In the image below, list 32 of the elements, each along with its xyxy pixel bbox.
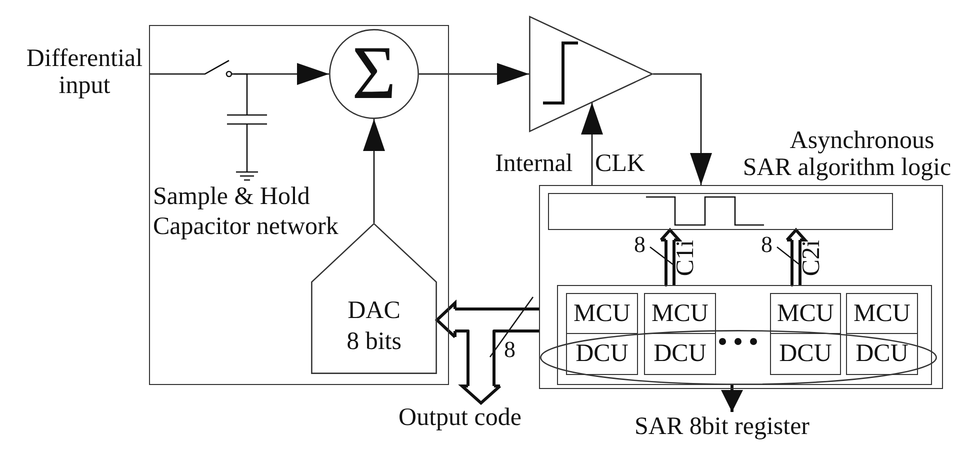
wire [234,73,248,112]
edge-label: Internal CLK [495,150,645,178]
dcu-block: DCU [770,333,841,375]
summing-junction: Σ [329,29,419,119]
sample-hold-block [149,25,449,385]
register-label: SAR 8bit register [630,412,814,442]
arrow [363,119,385,223]
mcu-block: MCU [644,293,716,334]
pulse-bar [548,193,893,230]
switch-symbol [203,59,234,78]
arrow [419,63,529,85]
mcu-block: MCU [846,293,918,334]
arrow [721,385,743,412]
output-label: Output code [390,403,530,433]
comparator-symbol [529,16,653,132]
signal-label: C1i [677,240,695,276]
wire [150,73,203,75]
arrow [581,102,603,185]
mcu-block: MCU [566,293,638,334]
capacitor-symbol [224,112,270,182]
dcu-block: DCU [846,333,918,375]
input-label: Differential input [19,45,150,101]
dcu-block: DCU [566,333,638,375]
dcu-block: DCU [644,333,716,375]
arrow [653,73,712,185]
mcu-block: MCU [770,293,841,334]
grouping-ellipse [540,330,937,385]
bus-width-label: 8 [634,233,646,256]
bus-width-label: 8 [504,338,516,361]
bus-width-label: 8 [761,233,772,256]
block-title: Asynchronous SAR algorithm logic [742,127,952,181]
signal-label: C2i [803,240,821,276]
